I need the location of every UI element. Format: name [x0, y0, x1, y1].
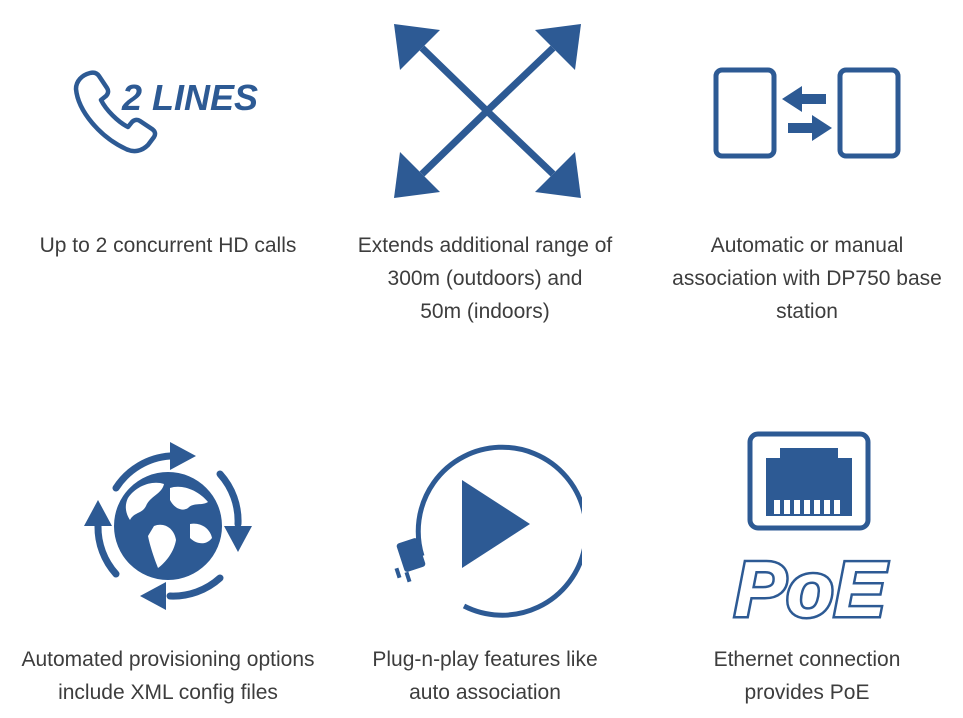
feature-caption: Up to 2 concurrent HD calls: [39, 234, 297, 257]
two-lines-label: 2 LINES: [121, 77, 258, 118]
phone-2-lines-icon: 2 LINES: [70, 65, 270, 160]
feature-caption: Automated provisioning options include X…: [21, 648, 315, 704]
feature-caption: Automatic or manual association with DP7…: [672, 234, 942, 323]
ethernet-poe-icon: PoE: [720, 430, 900, 626]
base-association-icon: [712, 66, 904, 162]
feature-caption: Plug-n-play features like auto associati…: [372, 648, 598, 704]
globe-provisioning-icon: [70, 428, 266, 624]
range-arrows-icon: [390, 22, 585, 200]
feature-caption: Ethernet connection provides PoE: [713, 648, 901, 704]
feature-caption: Extends additional range of 300m (outdoo…: [357, 234, 613, 323]
poe-label: PoE: [734, 545, 888, 626]
plug-play-icon: [394, 430, 582, 618]
